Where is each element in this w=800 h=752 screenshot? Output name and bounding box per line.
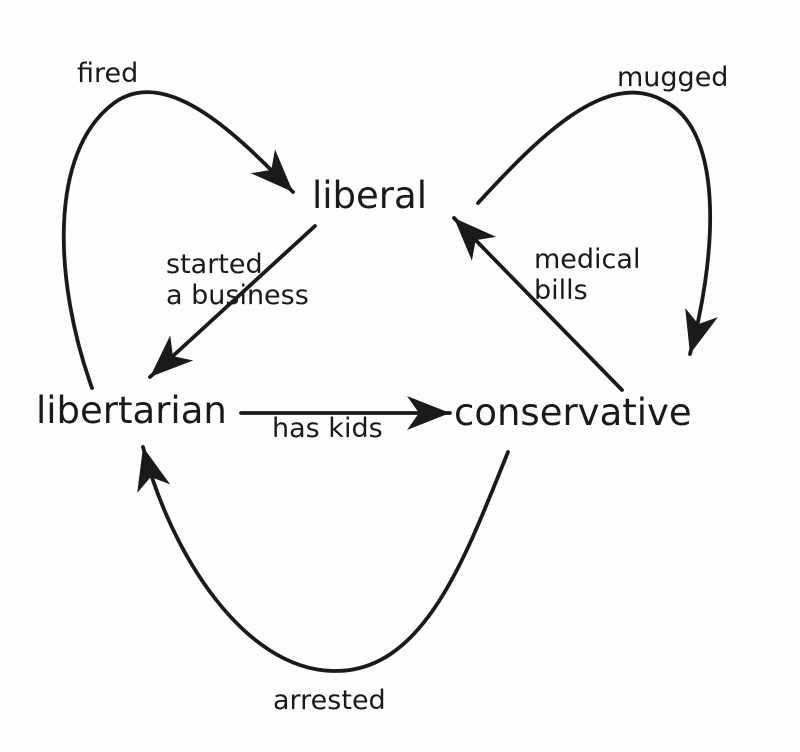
edge-fired-arrow (61, 90, 295, 390)
edge-label-has-kids: has kids (272, 413, 383, 444)
edge-started-a-business-arrow (148, 224, 317, 379)
node-conservative: conservative (454, 391, 692, 434)
edge-label-arrested: arrested (273, 685, 386, 716)
edge-label-fired: fired (77, 58, 139, 89)
edge-arrested-arrow (137, 445, 510, 673)
edge-medical-bills-arrow (452, 216, 624, 392)
node-libertarian: libertarian (36, 389, 227, 432)
edge-label-started-a-business: started a business (166, 249, 309, 311)
edge-label-medical-bills: medical bills (534, 244, 641, 306)
edge-mugged-arrow (476, 90, 718, 356)
node-liberal: liberal (312, 174, 427, 217)
edge-label-mugged: mugged (617, 62, 729, 93)
